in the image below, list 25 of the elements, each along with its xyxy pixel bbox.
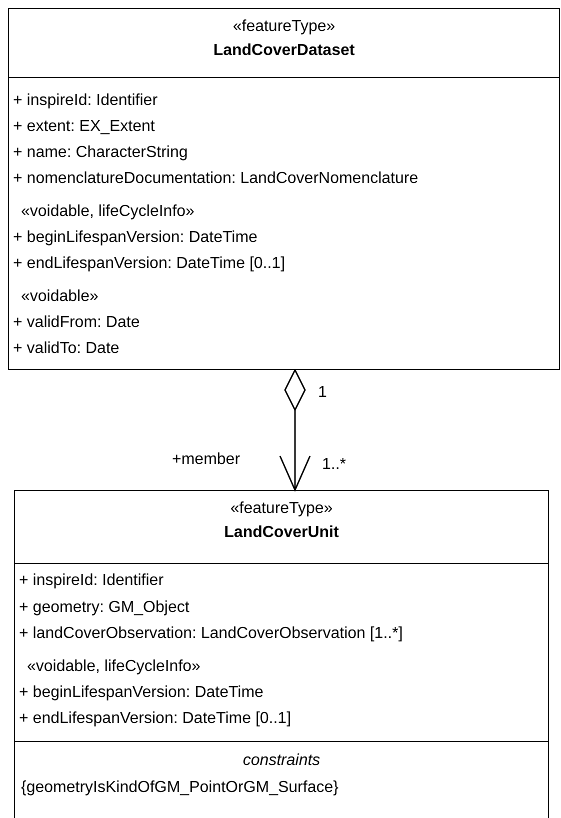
attribute-text: + inspireId: Identifier <box>13 92 158 110</box>
stereotype-label: «featureType» <box>232 18 336 36</box>
attribute-text: + validFrom: Date <box>13 314 140 332</box>
aggregation-arrow <box>279 369 311 491</box>
attribute-text: + validTo: Date <box>13 340 120 358</box>
attribute-text: + inspireId: Identifier <box>19 572 164 590</box>
attribute-text: + endLifespanVersion: DateTime [0..1] <box>19 710 292 728</box>
attribute-text: + endLifespanVersion: DateTime [0..1] <box>13 255 286 273</box>
attribute-text: + name: CharacterString <box>13 144 188 162</box>
compartment-title: constraints <box>242 752 322 770</box>
class-box <box>14 490 549 818</box>
stereotype-label: «voidable, lifeCycleInfo» <box>27 658 200 676</box>
stereotype-label: «voidable» <box>21 288 98 306</box>
attribute-text: + extent: EX_Extent <box>13 118 155 136</box>
attribute-text: + nomenclatureDocumentation: LandCoverNomenclature <box>13 170 418 188</box>
attribute-text: + beginLifespanVersion: DateTime <box>13 229 258 247</box>
constraint-text: {geometryIsKindOfGM_PointOrGM_Surface} <box>21 779 338 797</box>
attribute-text: + geometry: GM_Object <box>19 599 190 617</box>
attribute-text: + landCoverObservation: LandCoverObservation [1..*] <box>19 625 403 643</box>
stereotype-label: «featureType» <box>229 500 334 518</box>
class-box <box>8 8 560 370</box>
stereotype-label: «voidable, lifeCycleInfo» <box>21 203 194 221</box>
class-name: LandCoverDataset <box>212 42 356 60</box>
class-name: LandCoverUnit <box>223 524 340 542</box>
attribute-text: + beginLifespanVersion: DateTime <box>19 684 264 702</box>
